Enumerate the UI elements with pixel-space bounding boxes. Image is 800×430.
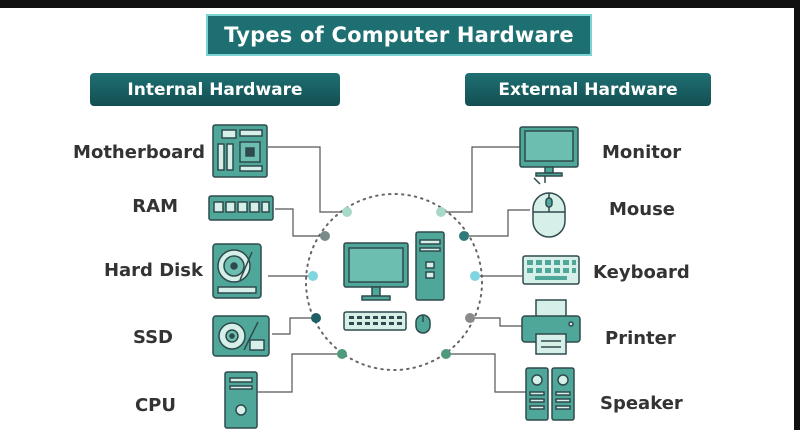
label-motherboard: Motherboard [73,142,205,163]
node-dot-monitor [436,207,446,217]
title-banner: Types of Computer Hardware [206,14,592,56]
left-connectors [258,146,347,393]
motherboard-icon [212,124,268,178]
center-dotted-ring [305,193,483,371]
node-dot-ram [320,231,330,241]
label-keyboard: Keyboard [593,262,690,283]
node-dot-keyboard [470,271,480,281]
top-border-bar [0,0,800,8]
connector-printer [470,317,522,327]
printer-icon [521,299,581,355]
right-border-bar [794,0,800,430]
node-dot-hard-disk [308,271,318,281]
node-dot-cpu [337,349,347,359]
label-printer: Printer [605,328,676,349]
label-monitor: Monitor [602,142,682,163]
external-hardware-header: External Hardware [465,73,711,106]
page-title: Types of Computer Hardware [224,23,574,47]
cpu-tower-icon [224,371,258,429]
label-cpu: CPU [134,395,176,416]
speaker-icon [525,367,575,421]
label-ssd: SSD [132,327,173,348]
keyboard-icon [522,255,580,285]
internal-hardware-header: Internal Hardware [90,73,340,106]
node-dot-printer [465,313,475,323]
mouse-icon [532,176,566,238]
right-connectors [441,146,530,393]
ram-icon [208,195,274,221]
label-ram: RAM [132,196,178,217]
ssd-icon [212,315,270,357]
node-dot-speaker [441,349,451,359]
connector-ssd [272,317,316,335]
connector-motherboard [268,146,347,213]
connector-speaker [446,353,526,393]
node-dot-ssd [311,313,321,323]
connector-monitor [441,146,520,213]
monitor-icon [519,126,579,177]
label-mouse: Mouse [609,199,676,220]
hard-disk-icon [212,243,262,299]
label-hard-disk: Hard Disk [103,260,203,281]
connector-mouse [464,209,530,237]
connector-cpu [258,353,342,393]
label-speaker: Speaker [600,393,683,414]
connector-ram [275,208,325,237]
node-dot-motherboard [342,207,352,217]
node-dot-mouse [459,231,469,241]
center-computer-icon [343,231,445,334]
